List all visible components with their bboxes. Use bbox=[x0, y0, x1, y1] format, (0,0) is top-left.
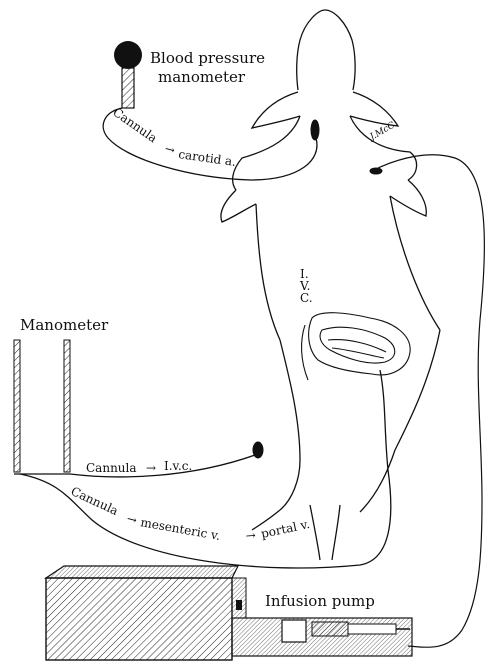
syringe bbox=[312, 622, 348, 636]
label-mesenteric-vein: mesenteric v. bbox=[139, 515, 221, 543]
label-blood-pressure: Blood pressure bbox=[150, 49, 265, 67]
manometer-bulb bbox=[114, 41, 142, 69]
manometer-tube-left bbox=[14, 340, 20, 472]
arrow-carotid: → bbox=[163, 141, 176, 157]
blood-pressure-manometer bbox=[114, 41, 142, 108]
syringe-barrel bbox=[348, 624, 396, 634]
neck-incision bbox=[370, 168, 382, 174]
manometer-tubes bbox=[14, 340, 70, 474]
label-cannula-mesenteric: Cannula bbox=[69, 484, 121, 518]
labels: Blood pressure manometer Cannula → carot… bbox=[20, 49, 399, 610]
label-cannula-ivc: Cannula bbox=[86, 461, 137, 475]
arrow-mesenteric-2: → bbox=[245, 528, 256, 543]
arrow-mesenteric-1: → bbox=[125, 511, 138, 527]
label-ivc-target: I.v.c. bbox=[164, 459, 192, 473]
artist-signature: J.McC. bbox=[367, 119, 399, 143]
neck-tube bbox=[378, 155, 484, 647]
infusion-pump bbox=[46, 566, 412, 660]
label-portal-vein: portal v. bbox=[260, 517, 311, 541]
incision-sites bbox=[253, 120, 382, 458]
label-manometer-top: manometer bbox=[158, 68, 246, 86]
pump-body bbox=[46, 578, 232, 660]
label-ivc-3: C. bbox=[300, 291, 313, 305]
exposed-intestines bbox=[302, 313, 411, 380]
label-cannula-carotid: Cannula bbox=[110, 105, 159, 145]
animal-body bbox=[221, 10, 440, 560]
manometer-stem bbox=[122, 68, 134, 108]
arrow-ivc: → bbox=[146, 461, 156, 475]
pump-carriage bbox=[282, 620, 306, 642]
manometer-tube-right bbox=[64, 340, 70, 472]
label-infusion-pump: Infusion pump bbox=[265, 592, 375, 610]
carotid-incision bbox=[311, 120, 319, 140]
label-carotid-artery: carotid a. bbox=[178, 147, 237, 169]
label-manometer-left: Manometer bbox=[20, 316, 109, 334]
